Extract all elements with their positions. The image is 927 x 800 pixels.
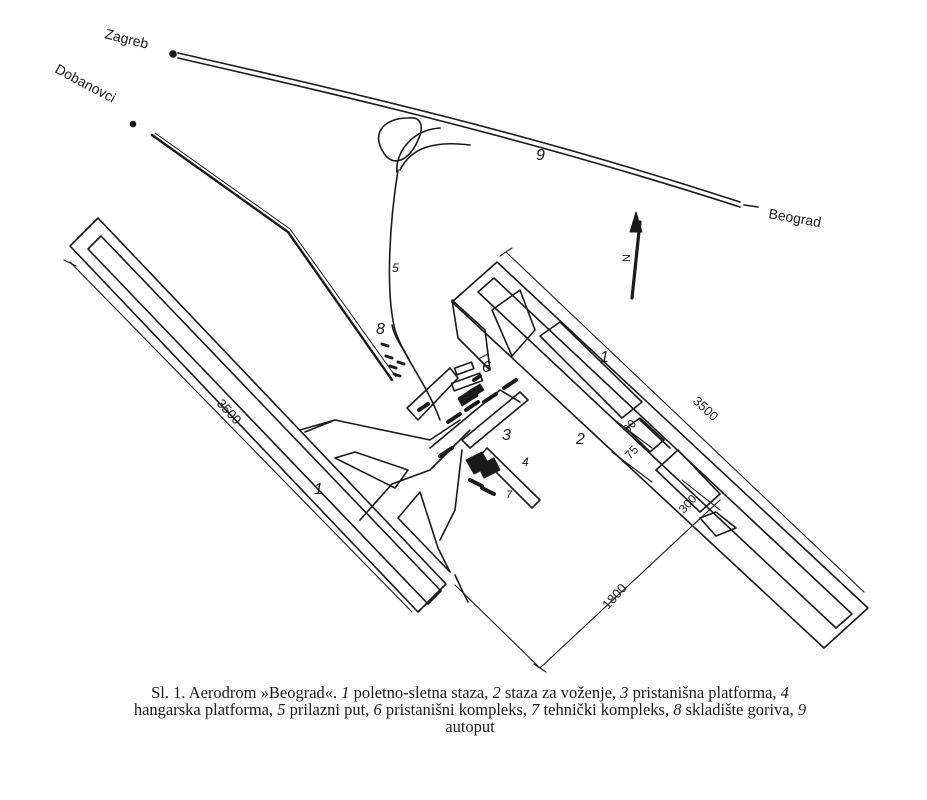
label-zagreb: Zagreb xyxy=(103,25,150,51)
caption-item: 7 tehnički kompleks, xyxy=(531,700,670,719)
hangar-area xyxy=(465,451,501,496)
marker-8: 8 xyxy=(376,321,385,338)
runway-left-dimension xyxy=(63,259,413,613)
label-dobanovci: Dobanovci xyxy=(53,61,119,106)
marker-4: 4 xyxy=(522,455,529,469)
caption-item: 4 hangarska platforma, xyxy=(133,683,789,719)
taxiway-left xyxy=(299,419,471,603)
detail-dimensions xyxy=(611,417,721,511)
marker-1-left: 1 xyxy=(314,481,323,498)
caption-item: 2 staza za voženje, xyxy=(492,683,617,702)
marker-3: 3 xyxy=(502,427,511,444)
caption-item: 9 autoput xyxy=(445,700,807,736)
marker-5: 5 xyxy=(392,261,399,275)
dim-300: 300 xyxy=(676,492,700,516)
dim-60: 60 xyxy=(620,416,640,436)
label-beograd: Beograd xyxy=(767,205,822,230)
runway-right xyxy=(451,261,869,649)
terminal-block xyxy=(417,374,518,458)
highway-autoput xyxy=(169,50,759,208)
marker-2: 2 xyxy=(575,431,585,448)
access-road xyxy=(388,169,441,421)
dim-runway-left: 3500 xyxy=(214,396,245,427)
dim-75: 75 xyxy=(622,442,642,462)
marker-7: 7 xyxy=(506,489,513,501)
caption-item: 8 skladište goriva, xyxy=(673,700,794,719)
caption-item: 1 poletno-sletna staza, xyxy=(341,683,489,702)
airport-map: Zagreb Dobanovci Beograd N 9 5 8 6 3 4 7… xyxy=(53,25,869,673)
caption-prefix: Sl. 1. Aerodrom »Beograd«. xyxy=(151,683,338,702)
north-label: N xyxy=(621,254,633,262)
separation-dimension xyxy=(454,499,721,673)
runway-right-dimension xyxy=(499,247,865,593)
caption-item: 5 prilazni put, xyxy=(277,700,370,719)
zagreb-end-dot xyxy=(169,50,177,58)
dim-runway-right: 3500 xyxy=(690,393,721,424)
caption-item: 6 pristanišni kompleks, xyxy=(373,700,528,719)
dim-separation: 1800 xyxy=(599,580,629,612)
figure-caption: Sl. 1. Aerodrom »Beograd«. 1 poletno-sle… xyxy=(120,684,820,735)
caption-item: 3 pristanišna platforma, xyxy=(620,683,777,702)
marker-9: 9 xyxy=(536,147,545,164)
marker-6: 6 xyxy=(482,359,491,376)
taxiway-right xyxy=(451,289,737,537)
runway-left xyxy=(69,217,447,613)
dobanovci-road xyxy=(129,120,397,382)
north-arrow xyxy=(629,211,643,300)
beograd-arrow xyxy=(743,204,759,208)
interchange xyxy=(377,116,471,173)
label-6-pointer xyxy=(479,353,489,359)
marker-1-right: 1 xyxy=(600,349,609,366)
apron-terminal xyxy=(406,361,541,509)
fuel-storage xyxy=(380,342,406,378)
access-road-branch xyxy=(391,324,411,363)
